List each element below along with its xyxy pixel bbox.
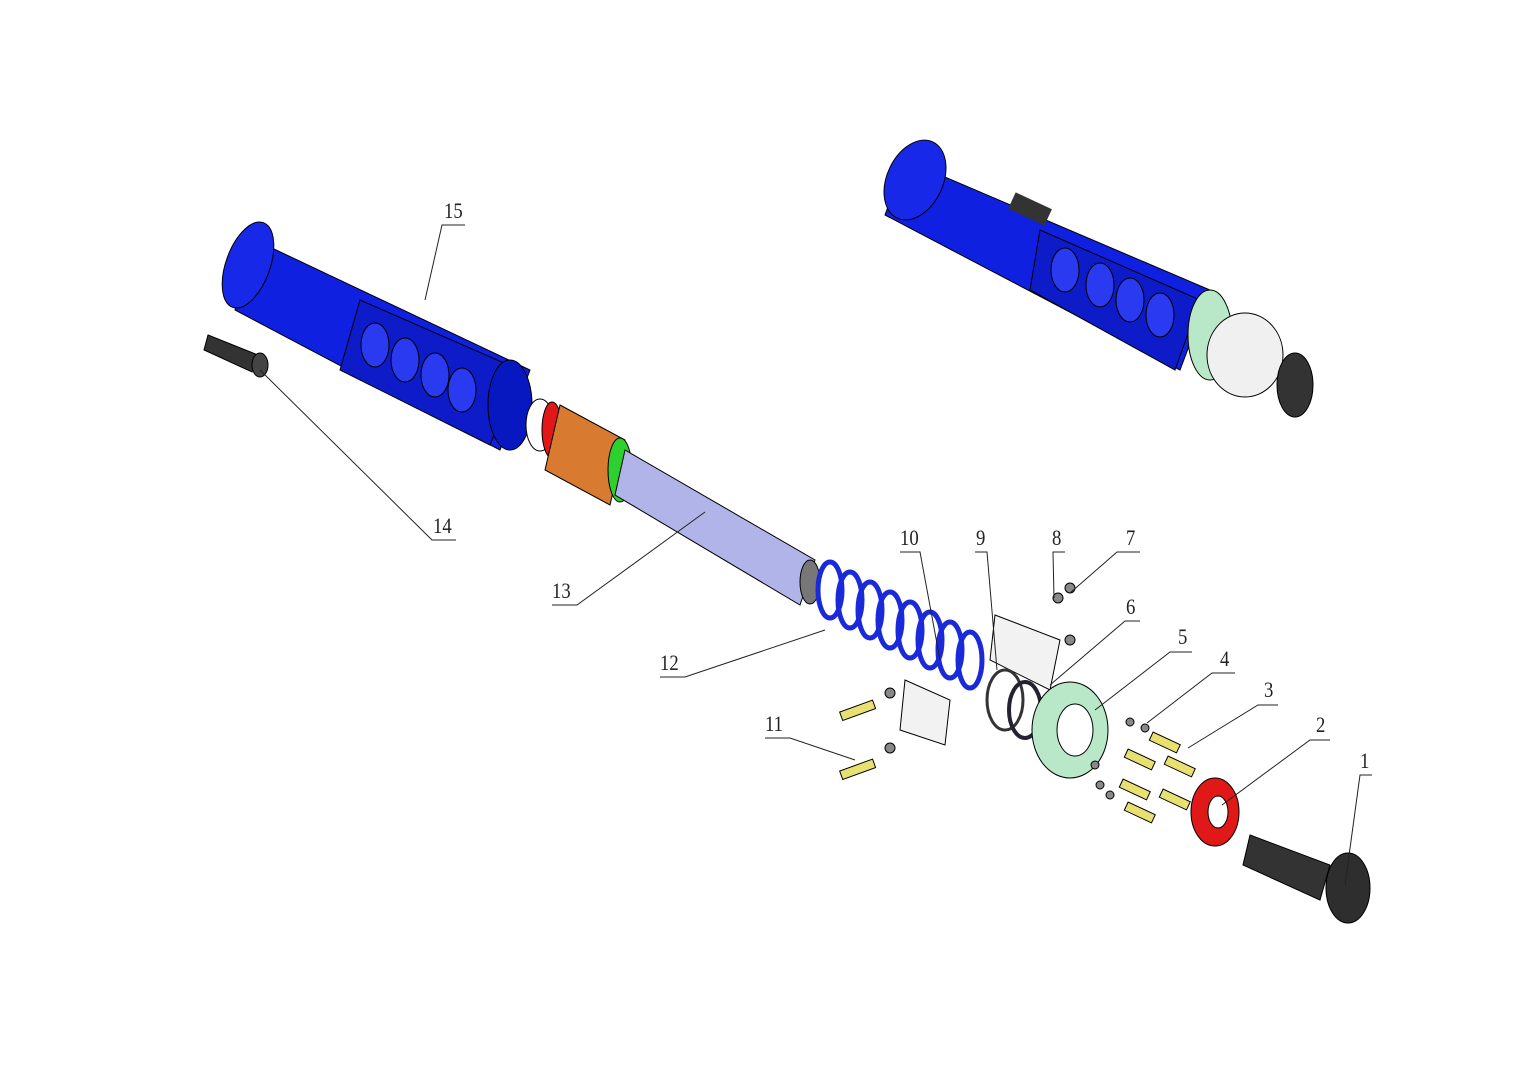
- label-7: 7: [1126, 525, 1136, 550]
- part-clamp-lower: [899, 679, 951, 746]
- label-3: 3: [1264, 677, 1274, 702]
- label-8: 8: [1052, 525, 1062, 550]
- label-6: 6: [1126, 594, 1136, 619]
- label-9: 9: [976, 525, 986, 550]
- label-1: 1: [1360, 748, 1370, 773]
- part-3-bolts: [839, 699, 1196, 824]
- label-12: 12: [660, 650, 679, 675]
- label-5: 5: [1178, 624, 1188, 649]
- part-14-bolt: [203, 334, 269, 378]
- part-13-shaft: [525, 398, 821, 606]
- label-2: 2: [1316, 712, 1326, 737]
- part-4-washers: [884, 582, 1150, 800]
- part-15-housing: [221, 221, 533, 451]
- label-14: 14: [433, 513, 452, 538]
- part-12-spring: [815, 559, 985, 691]
- leader-lines: [259, 224, 1372, 886]
- label-10: 10: [900, 525, 919, 550]
- part-9-ring: [985, 668, 1025, 732]
- label-13: 13: [552, 578, 571, 603]
- label-15: 15: [444, 198, 463, 223]
- part-1-tip: [1242, 834, 1371, 924]
- label-4: 4: [1220, 646, 1230, 671]
- assembled-view: [883, 139, 1314, 418]
- label-11: 11: [765, 711, 784, 736]
- part-clamp-upper: [989, 614, 1061, 691]
